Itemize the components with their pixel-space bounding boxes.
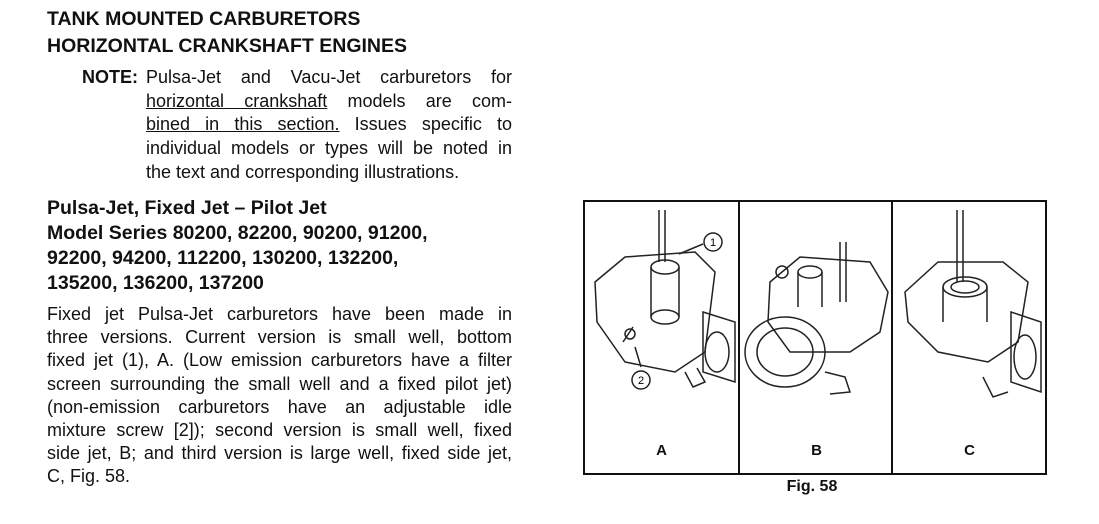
body-line: screen surrounding the small well and a … (47, 373, 512, 394)
heading-line: 92200, 94200, 112200, 130200, 132200, (47, 247, 399, 269)
figure-caption: Fig. 58 (786, 478, 838, 495)
note-line: Pulsa-Jet and Vacu-Jet carburetors for (146, 67, 512, 87)
note-line: individual models or types will be noted… (146, 138, 512, 159)
carburetor-illustration-b (744, 242, 889, 395)
panel-label: C (964, 442, 975, 459)
body-line: C, Fig. 58. (47, 466, 131, 487)
note-line: horizontal crankshaft models are com- (146, 90, 512, 114)
figure-panel-b: B (738, 202, 893, 473)
body-line: three versions. Current version is small… (47, 327, 512, 348)
note-line: the text and corresponding illustrations… (146, 161, 460, 182)
note-text: models are com- (327, 90, 512, 111)
note-text: Issues specific to (339, 114, 512, 135)
body-line: mixture screw [2]); second version is sm… (47, 419, 512, 440)
title-line: HORIZONTAL CRANKSHAFT ENGINES (47, 35, 408, 57)
body-line: (non-emission carburetors have an adjust… (47, 396, 512, 417)
heading-line: Model Series 80200, 82200, 90200, 91200, (47, 222, 428, 244)
figure-panel-a: 1 2 A (585, 202, 738, 473)
panel-label: A (656, 442, 667, 459)
body-paragraph: Fixed jet Pulsa-Jet carburetors have bee… (47, 303, 512, 489)
underlined-text: bined in this section. (146, 114, 340, 135)
figure-panel-c: C (891, 202, 1046, 473)
panel-label: B (811, 442, 822, 459)
page-title: TANK MOUNTED CARBURETORS HORIZONTAL CRAN… (47, 6, 407, 60)
heading-line: 135200, 136200, 137200 (47, 272, 264, 294)
note-label: NOTE: (82, 67, 138, 87)
heading-line: Pulsa-Jet, Fixed Jet – Pilot Jet (47, 197, 327, 219)
carburetor-illustration-a (594, 210, 736, 390)
carburetor-illustration-c (904, 210, 1042, 398)
section-heading: Pulsa-Jet, Fixed Jet – Pilot Jet Model S… (47, 196, 428, 296)
note-line: bined in this section. Issues specific t… (146, 113, 512, 137)
title-line: TANK MOUNTED CARBURETORS (47, 8, 361, 30)
body-line: side jet, B; and third version is large … (47, 443, 512, 464)
body-line: Fixed jet Pulsa-Jet carburetors have bee… (47, 304, 512, 324)
figure-58: 1 2 A B C (583, 200, 1047, 475)
body-line: fixed jet (1), A. (Low emission carburet… (47, 350, 512, 371)
note-body: Pulsa-Jet and Vacu-Jet carburetors for h… (146, 66, 512, 184)
underlined-text: horizontal crankshaft (146, 90, 328, 111)
